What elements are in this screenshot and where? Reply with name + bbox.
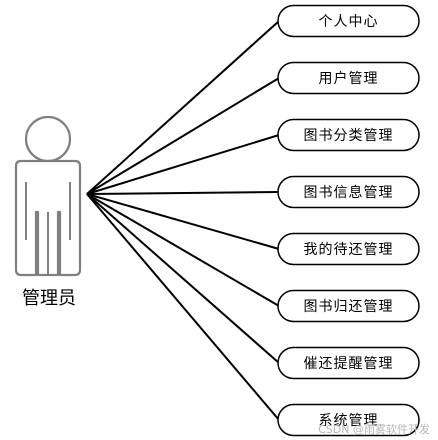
association-line <box>86 20 280 195</box>
actor-label: 管理员 <box>22 288 76 309</box>
association-lines <box>86 20 280 421</box>
use-case-label: 系统管理 <box>319 413 379 429</box>
use-case: 用户管理 <box>277 61 420 95</box>
association-line <box>86 77 280 195</box>
use-case: 催还提醒管理 <box>277 346 420 380</box>
actor-administrator <box>14 115 82 277</box>
use-case-oval <box>277 4 420 38</box>
use-case-oval <box>277 61 420 95</box>
use-case: 图书归还管理 <box>277 289 420 323</box>
use-case: 系统管理 <box>277 403 420 437</box>
use-case-oval <box>277 403 420 437</box>
use-case-oval <box>277 118 420 152</box>
use-case-oval <box>277 346 420 380</box>
use-case: 我的待还管理 <box>277 232 420 266</box>
use-case-label: 图书分类管理 <box>304 128 394 144</box>
use-case-label: 个人中心 <box>319 14 379 30</box>
use-case-label: 图书信息管理 <box>304 184 394 201</box>
use-case-label: 用户管理 <box>319 70 379 87</box>
use-case-oval <box>277 175 420 209</box>
use-case-label: 图书归还管理 <box>304 298 394 315</box>
use-case-oval <box>277 232 420 266</box>
use-case-list: 个人中心用户管理图书分类管理图书信息管理我的待还管理图书归还管理催还提醒管理系统… <box>277 4 420 437</box>
use-case: 个人中心 <box>277 4 420 38</box>
use-case: 图书信息管理 <box>277 175 420 209</box>
association-line <box>86 193 280 364</box>
use-case-label: 催还提醒管理 <box>304 356 394 372</box>
association-line <box>86 193 280 421</box>
actor-head <box>24 115 72 163</box>
watermark: CSDN @雨雾软件开发 <box>318 422 430 436</box>
use-case: 图书分类管理 <box>277 118 420 152</box>
association-line <box>86 193 280 250</box>
association-line <box>86 134 280 195</box>
association-line <box>86 193 280 307</box>
use-case-oval <box>277 289 420 323</box>
use-case-label: 我的待还管理 <box>304 242 394 258</box>
association-line <box>86 191 280 195</box>
